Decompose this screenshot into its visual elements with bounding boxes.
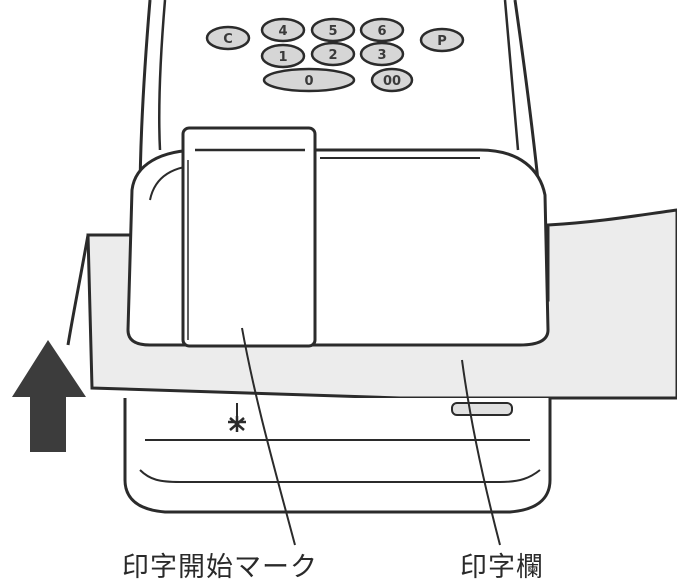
key-label: 3 — [377, 48, 386, 63]
key-0[interactable]: 0 — [262, 67, 356, 93]
insert-direction-arrow-icon — [12, 340, 86, 452]
pointer-print-field — [461, 359, 501, 546]
key-3[interactable]: 3 — [359, 41, 405, 67]
machine-base-rail — [139, 439, 541, 483]
key-1[interactable]: 1 — [260, 43, 306, 69]
key-5[interactable]: 5 — [310, 17, 356, 43]
key-4[interactable]: 4 — [260, 17, 306, 43]
key-label: 4 — [278, 24, 287, 39]
star-marker-icon — [228, 403, 246, 432]
machine-housing-inner — [157, 0, 520, 151]
key-label: 6 — [377, 24, 386, 39]
paper-left-edge — [66, 234, 90, 346]
key-label: 00 — [383, 74, 401, 89]
base-tab — [451, 402, 513, 416]
key-label: 0 — [304, 74, 313, 89]
key-label: C — [223, 32, 233, 47]
key-label: 2 — [328, 48, 337, 63]
pointer-print-start-mark — [241, 327, 296, 546]
key-C[interactable]: C — [205, 25, 251, 51]
key-6[interactable]: 6 — [359, 17, 405, 43]
machine-base — [123, 398, 552, 514]
label-print-field: 印字欄 — [460, 552, 544, 583]
key-00[interactable]: 00 — [370, 67, 414, 93]
key-label: 1 — [278, 50, 287, 65]
key-label: P — [437, 34, 447, 49]
key-label: 5 — [328, 24, 337, 39]
key-P[interactable]: P — [419, 27, 465, 53]
print-start-window — [181, 126, 317, 348]
label-print-start-mark: 印字開始マーク — [122, 552, 318, 583]
key-2[interactable]: 2 — [310, 41, 356, 67]
